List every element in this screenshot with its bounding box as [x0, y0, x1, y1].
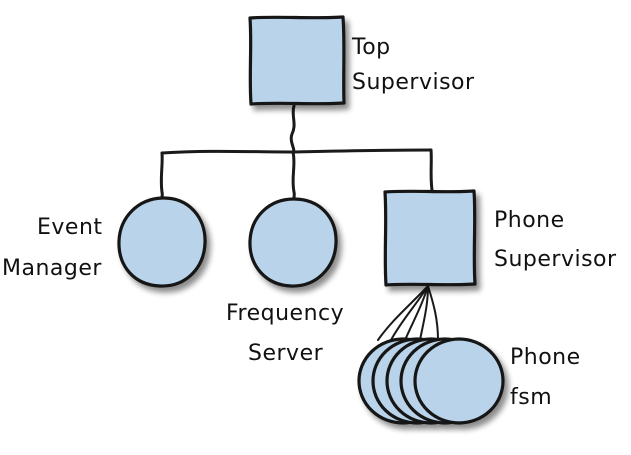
edge-phone-supervisor-to-fsm-2 [390, 285, 429, 341]
top-supervisor-square [248, 15, 346, 106]
frequency-server-circle [248, 197, 338, 288]
edge-phone-supervisor-to-fsm-3 [404, 285, 429, 341]
event-manager-circle [117, 196, 207, 288]
edge-top-to-event-manager [159, 151, 164, 204]
label-top-supervisor-line1: Top [351, 35, 391, 60]
edge-top-to-phone-supervisor [429, 148, 434, 192]
edge-top-to-bus [289, 104, 296, 154]
edge-phone-supervisor-to-fsm-4 [419, 285, 429, 341]
edges [159, 104, 439, 341]
edge-bus [160, 148, 433, 155]
edge-phone-supervisor-to-fsm-5 [427, 285, 439, 341]
label-frequency-server-line2: Server [248, 341, 324, 366]
phone-supervisor-square [383, 189, 477, 287]
label-top-supervisor-line2: Supervisor [352, 70, 475, 95]
edge-phone-supervisor-to-fsm-1 [377, 285, 429, 341]
node-phone-fsm-stack [357, 337, 505, 425]
node-phone-supervisor [383, 189, 477, 287]
label-frequency-server-line1: Frequency [226, 301, 344, 326]
labels: Top Supervisor Event Manager Frequency S… [2, 35, 617, 410]
node-frequency-server [248, 197, 338, 288]
edge-top-to-frequency-server [291, 150, 296, 205]
label-event-manager-line1: Event [37, 215, 103, 240]
label-phone-fsm-line2: fsm [510, 385, 552, 410]
label-event-manager-line2: Manager [2, 256, 102, 281]
label-phone-supervisor-line1: Phone [494, 208, 565, 233]
node-top-supervisor [248, 15, 346, 106]
label-phone-fsm-line1: Phone [510, 345, 581, 370]
node-event-manager [117, 196, 207, 288]
label-phone-supervisor-line2: Supervisor [494, 247, 617, 272]
phone-fsm-circle-5 [413, 337, 505, 425]
